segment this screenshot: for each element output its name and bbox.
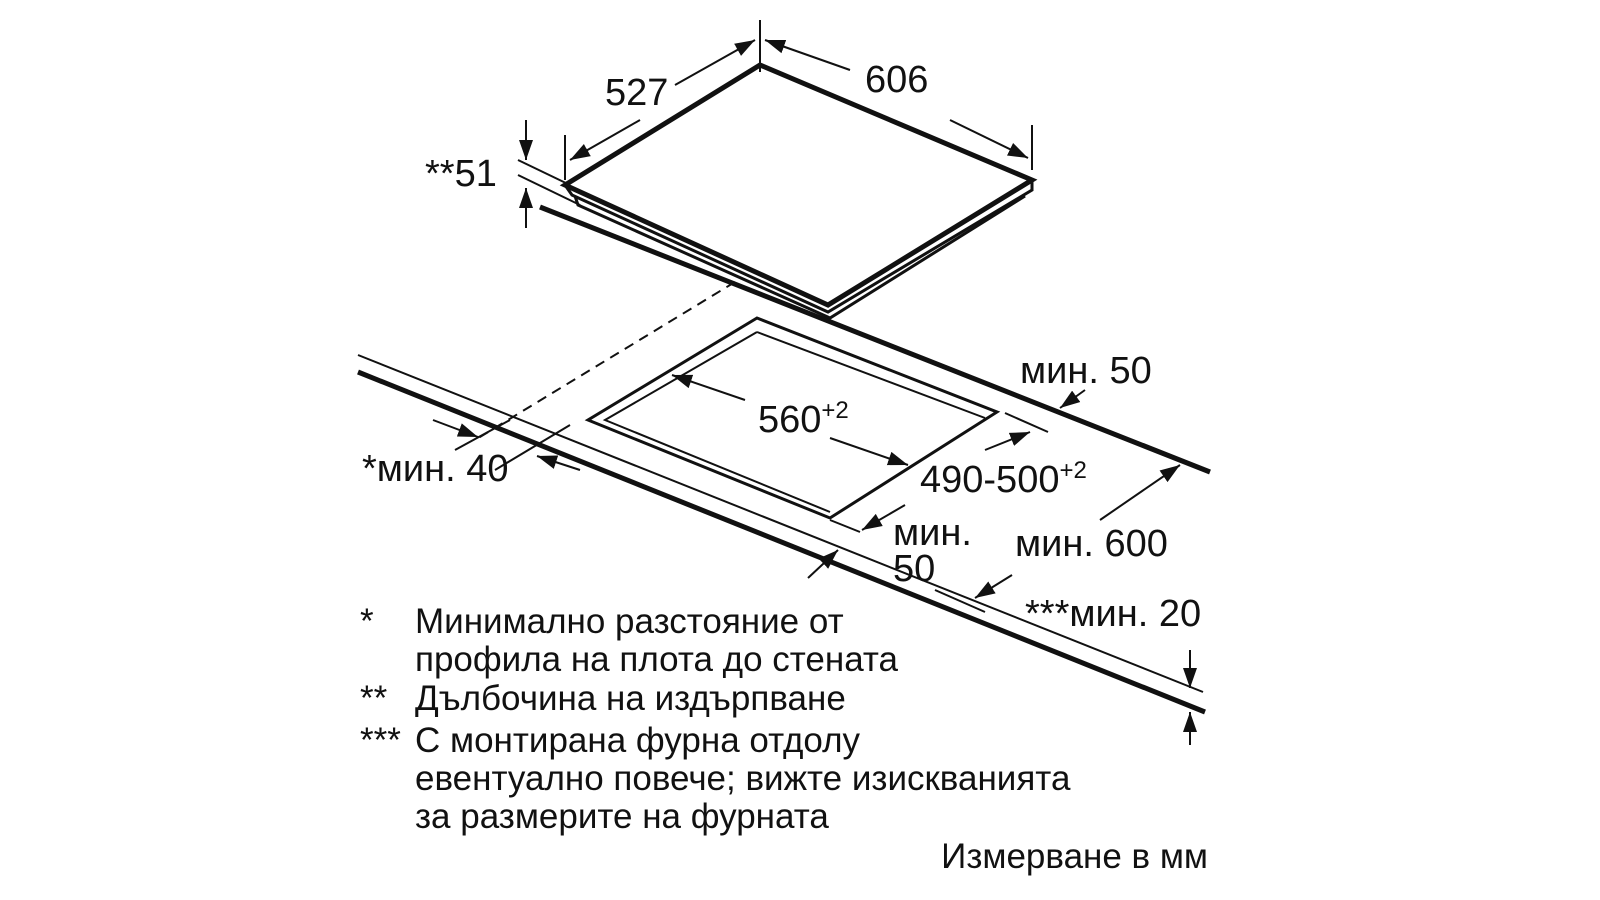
worktop-front-top-edge	[357, 354, 1204, 693]
wall-min-label: *мин. 40	[362, 448, 509, 490]
worktop-front-edge	[357, 369, 1206, 715]
note-line: С монтирана фурна отдолу	[415, 721, 860, 760]
note-line: евентуално повече; вижте изискванията	[415, 759, 1071, 798]
note-marker: **	[360, 679, 388, 718]
rear-min-label: мин. 50	[1020, 350, 1152, 392]
cutout-outer	[584, 316, 1001, 520]
note-marker: *	[360, 602, 374, 641]
height-label: **51	[425, 153, 497, 195]
note-line: профила на плота до стената	[415, 640, 899, 679]
worktop-drawing	[357, 204, 1211, 715]
note-line: Дълбочина на издърпване	[415, 679, 846, 718]
front-min-word: мин.	[893, 512, 972, 554]
hob-body	[573, 194, 1026, 320]
depth-label: 527	[605, 72, 668, 114]
worktop-rear-edge	[539, 204, 1211, 475]
footnotes: * Минимално разстояние от профила на пло…	[360, 602, 1208, 876]
hob-drawing	[559, 62, 1038, 320]
oven-min-label: ***мин. 20	[1025, 593, 1201, 635]
cutout-width-label: 560+2	[758, 397, 849, 441]
note-line: Минимално разстояние от	[415, 602, 844, 641]
worktop-min-label: мин. 600	[1015, 523, 1168, 565]
hob-top-plate	[559, 62, 1038, 308]
hob-projection-dashed-line	[474, 281, 736, 441]
hob-plate-edge	[563, 180, 1034, 314]
cutout-inner	[602, 331, 831, 513]
note-marker: ***	[360, 721, 401, 760]
front-min-value: 50	[893, 548, 935, 590]
units-label: Измерване в мм	[941, 837, 1208, 876]
dimension-lines	[432, 20, 1197, 745]
cutout-depth-label: 490-500+2	[920, 457, 1087, 501]
width-label: 606	[865, 59, 928, 101]
note-line: за размерите на фурната	[415, 797, 829, 836]
